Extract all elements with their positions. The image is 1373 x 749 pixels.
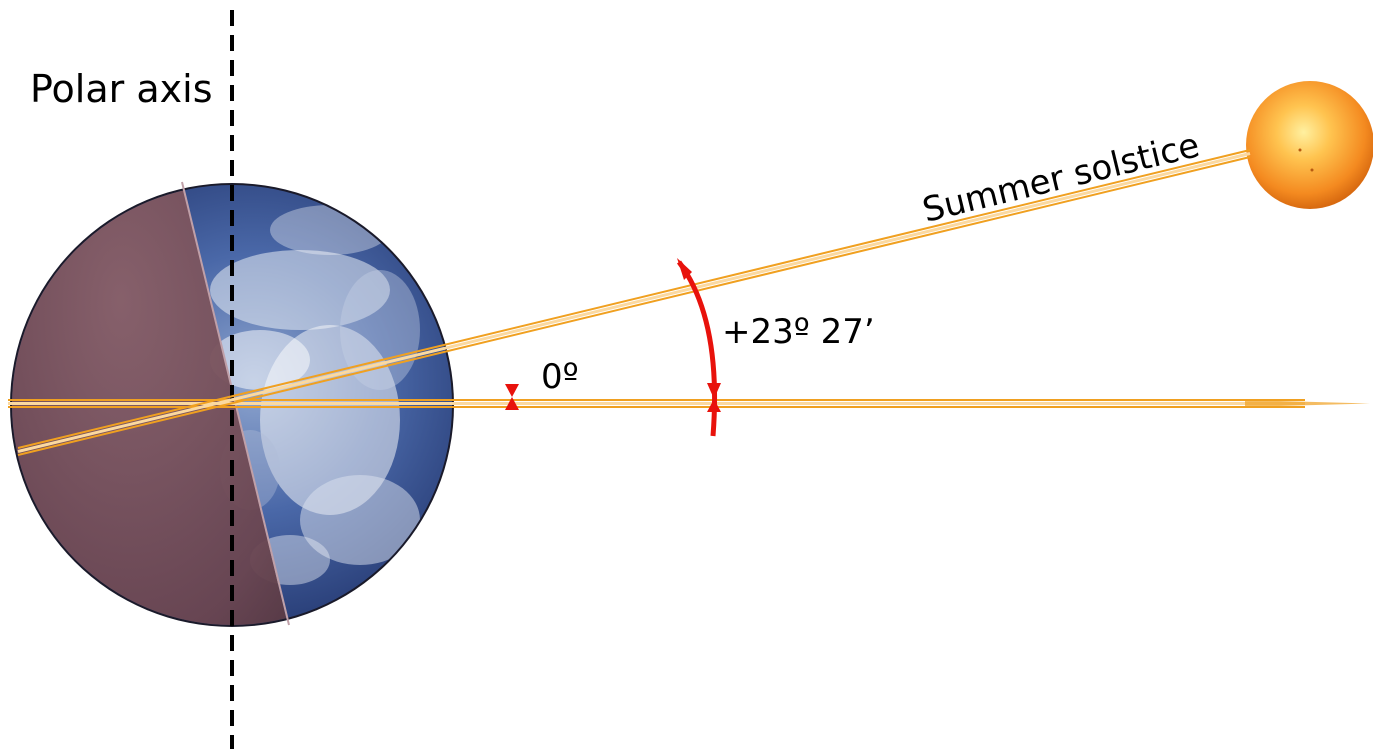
polar-axis-label: Polar axis xyxy=(30,67,213,111)
solstice-angle-label: +23º 27’ xyxy=(722,312,875,352)
earth xyxy=(10,181,454,627)
equinox-angle-marker xyxy=(505,384,519,410)
equinox-angle-label: 0º xyxy=(541,357,579,397)
sun xyxy=(1246,81,1373,209)
solstice-ray xyxy=(17,149,1251,456)
solstice-angle-arc xyxy=(676,258,721,437)
equinox-ray xyxy=(8,399,1370,408)
